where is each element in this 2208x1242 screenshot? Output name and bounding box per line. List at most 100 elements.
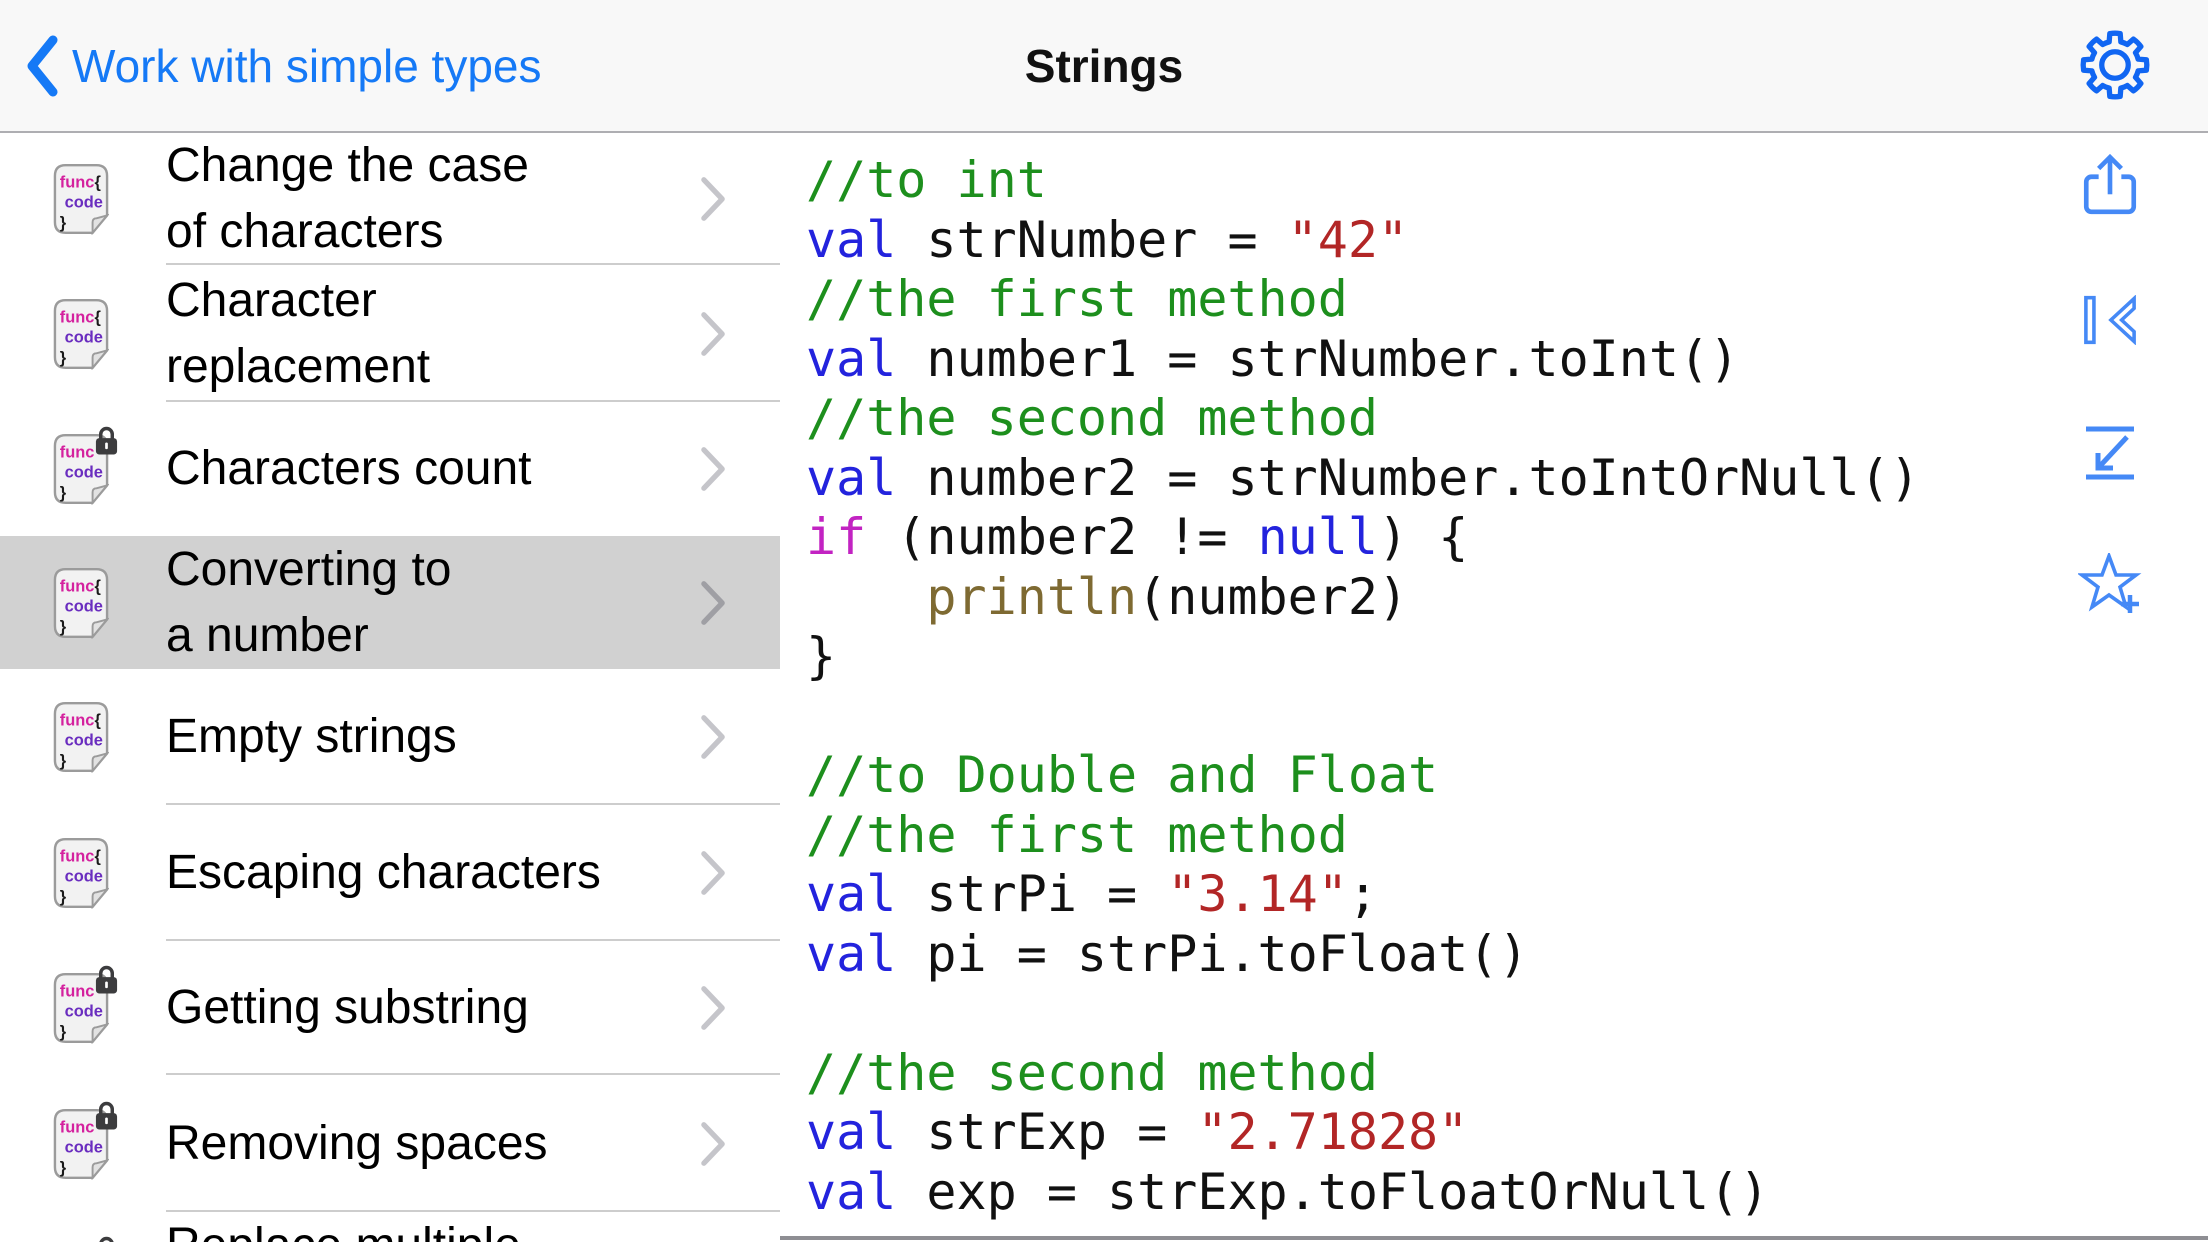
sidebar-item-getting-substring[interactable]: func code } Getting substring: [0, 941, 780, 1075]
skip-to-start-button[interactable]: [2078, 295, 2142, 345]
code-line: val number1 = strNumber.toInt(): [806, 329, 1740, 388]
back-button[interactable]: Work with simple types: [26, 0, 542, 131]
code-line: //to Double and Float: [806, 746, 1439, 804]
code-line: val strPi = "3.14";: [806, 865, 1378, 923]
sidebar-item-label: Change the case of characters: [166, 139, 529, 258]
svg-text:}: }: [60, 888, 67, 906]
sidebar-item-removing-spaces[interactable]: func code } Removing spaces: [0, 1075, 780, 1212]
sidebar-item-character-replacement[interactable]: func { code } Character replacement: [0, 265, 780, 402]
chevron-right-icon: [701, 447, 725, 491]
svg-text:code: code: [65, 732, 103, 750]
add-favorite-icon: [2078, 553, 2142, 613]
chevron-right-icon: [701, 177, 725, 221]
navigation-bar: Work with simple types Strings: [0, 0, 2208, 133]
sidebar-item-label: Empty strings: [166, 710, 457, 763]
func-code-document-icon: func { code }: [53, 298, 109, 370]
lock-icon: [95, 965, 118, 994]
doc-icon-wrap: func { code }: [53, 701, 109, 773]
svg-text:}: }: [60, 617, 67, 635]
chevron-left-icon: [27, 35, 58, 96]
chevron-right-icon: [701, 311, 725, 356]
func-code-document-icon: func { code }: [53, 838, 109, 909]
func-code-document-icon: func code }: [53, 973, 109, 1044]
code-area-bottom-divider: [780, 1236, 2208, 1240]
chevron-right-icon: [701, 1121, 725, 1166]
func-code-document-icon: func { code }: [53, 567, 109, 639]
chevron-right-icon: [701, 715, 725, 759]
svg-text:{: {: [95, 308, 102, 326]
func-code-document-icon: func code }: [53, 434, 109, 505]
svg-text:code: code: [65, 194, 103, 212]
doc-icon-wrap: func code }: [53, 1101, 118, 1180]
svg-text:code: code: [65, 868, 103, 886]
code-line: [806, 687, 2208, 747]
code-line: //the second method: [806, 1043, 1378, 1102]
sidebar-item-label: Character replacement: [166, 273, 431, 393]
sidebar-item-replace-multiple[interactable]: func code } Replace multiple: [0, 1212, 780, 1242]
svg-text:code: code: [65, 464, 103, 482]
code-line: //the first method: [806, 270, 1348, 328]
row-divider: [166, 263, 780, 265]
svg-text:code: code: [65, 1003, 103, 1021]
code-line: if (number2 != null) {: [806, 508, 1469, 566]
svg-text:code: code: [65, 1138, 103, 1156]
code-line: //the second method: [806, 389, 1378, 447]
func-code-document-icon: func code }: [53, 1108, 109, 1180]
lock-icon: [95, 1101, 118, 1129]
chevron-right-icon: [701, 851, 725, 895]
svg-text:{: {: [95, 711, 102, 729]
sidebar-item-converting-to-a-number[interactable]: func { code } Converting to a number: [0, 536, 780, 669]
row-divider: [166, 803, 780, 805]
sidebar-item-label: Characters count: [166, 442, 532, 495]
share-button[interactable]: [2078, 153, 2142, 217]
sidebar-item-characters-count[interactable]: func code } Characters count: [0, 402, 780, 536]
code-line: val strExp = "2.71828": [806, 1103, 1469, 1161]
doc-icon-wrap: func code }: [53, 965, 118, 1044]
lock-icon: [99, 1236, 114, 1242]
code-line: }: [806, 627, 837, 685]
code-line: val strNumber = "42": [806, 210, 1409, 269]
svg-text:func: func: [60, 847, 95, 865]
svg-text:}: }: [60, 1023, 67, 1041]
sidebar-item-label: Converting to a number: [166, 542, 452, 662]
doc-icon-wrap: func { code }: [53, 298, 109, 370]
collapse-icon: [2086, 426, 2134, 480]
svg-text:func: func: [60, 308, 95, 326]
code-line: [806, 984, 2208, 1044]
svg-text:}: }: [60, 1158, 67, 1176]
sidebar-item-change-the-case-of-characters[interactable]: func { code } Change the case of charact…: [0, 133, 780, 265]
code-line: //the first method: [806, 805, 1348, 864]
chevron-right-icon: [701, 986, 725, 1030]
back-button-label: Work with simple types: [72, 39, 542, 92]
doc-icon-wrap: func { code }: [53, 567, 109, 639]
collapse-button[interactable]: [2078, 425, 2142, 481]
topics-list[interactable]: func { code } Change the case of charact…: [0, 133, 780, 1242]
code-line: println(number2): [926, 567, 1409, 626]
sidebar-item-empty-strings[interactable]: func { code } Empty strings: [0, 669, 780, 805]
lock-icon: [95, 426, 118, 455]
code-line: val number2 = strNumber.toIntOrNull(): [806, 448, 1920, 507]
svg-text:{: {: [95, 847, 102, 865]
add-favorite-button[interactable]: [2078, 553, 2142, 617]
svg-text:}: }: [60, 348, 67, 366]
code-line: val pi = strPi.toFloat(): [806, 924, 1529, 983]
svg-text:func: func: [60, 982, 95, 1000]
settings-button[interactable]: [2080, 30, 2150, 100]
skip-to-start-icon: [2084, 295, 2136, 345]
func-code-document-icon: func { code }: [53, 702, 109, 773]
sidebar-item-label: Replace multiple: [166, 1213, 780, 1242]
svg-text:func: func: [60, 1118, 95, 1136]
svg-text:}: }: [60, 484, 67, 502]
share-icon: [2083, 153, 2137, 215]
svg-text:func: func: [60, 173, 95, 191]
svg-text:func: func: [60, 577, 95, 595]
doc-icon-wrap: func { code }: [53, 163, 109, 235]
gear-icon: [2080, 30, 2150, 100]
sidebar-item-escaping-characters[interactable]: func { code } Escaping characters: [0, 805, 780, 941]
svg-text:code: code: [65, 597, 103, 615]
doc-icon-wrap: func code }: [53, 426, 118, 505]
row-divider: [166, 1073, 780, 1075]
svg-text:func: func: [60, 711, 95, 729]
